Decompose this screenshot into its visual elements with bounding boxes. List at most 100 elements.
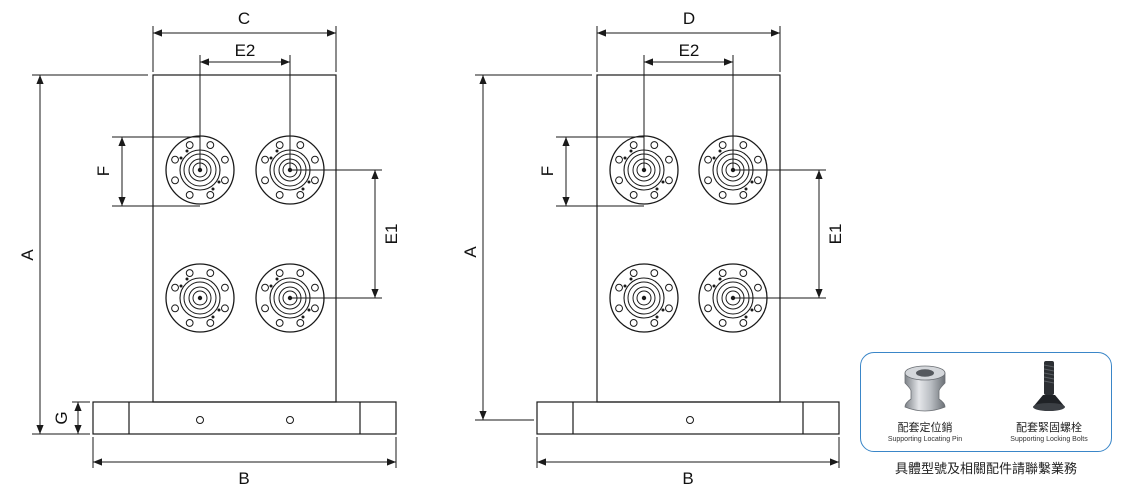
receiver-bolt-hole (704, 176, 712, 185)
receiver-pin-hole (185, 149, 189, 153)
receiver-pin-hole (269, 284, 273, 288)
receiver-bolt-hole (650, 269, 659, 277)
receiver-bolt-hole (185, 269, 194, 277)
receiver-pin-hole (217, 308, 221, 312)
receiver-bolt-hole (261, 155, 269, 164)
receiver-bolt-hole (754, 304, 762, 313)
dim-label-b: B (682, 469, 693, 488)
dim-label-e2: E2 (235, 41, 256, 60)
receiver-bolt-hole (311, 304, 319, 313)
receiver-bolt-hole (311, 283, 319, 292)
receiver-pin-hole (718, 277, 722, 281)
pin-label-zh: 配套定位銷 (897, 422, 953, 434)
receiver-bolt-hole (665, 155, 673, 164)
receiver-pin-hole (301, 187, 305, 191)
receiver-bolt-hole (650, 191, 659, 199)
receiver-bolt-hole (615, 283, 623, 292)
receiver-pin-hole (661, 308, 665, 312)
left-base-outline (92, 401, 397, 435)
receiver-bolt-hole (739, 319, 748, 327)
receiver-bolt-hole (275, 141, 284, 149)
receiver-bolt-hole (296, 191, 305, 199)
receiver-bolt-hole (171, 283, 179, 292)
dim-label-a: A (461, 246, 480, 258)
base-hole (286, 416, 294, 424)
receiver-bolt-hole (754, 176, 762, 185)
receiver-bolt-hole (665, 283, 673, 292)
receiver-pin-hole (211, 315, 215, 319)
receiver-bolt-hole (206, 141, 215, 149)
receiver-pin-hole (307, 180, 311, 184)
receiver-bolt-hole (754, 283, 762, 292)
receiver-bolt-hole (665, 304, 673, 313)
receiver-bottom-right (698, 263, 768, 333)
receiver-pin-hole (269, 156, 273, 160)
receiver-pin-hole (744, 315, 748, 319)
receiver-pin-hole (275, 277, 279, 281)
dim-label-f: F (94, 166, 113, 176)
receiver-bolt-hole (221, 283, 229, 292)
receiver-bolt-hole (171, 176, 179, 185)
receiver-pin-hole (750, 308, 754, 312)
receiver-bolt-hole (629, 319, 638, 327)
receiver-bolt-hole (718, 191, 727, 199)
dim-label-e1: E1 (382, 224, 401, 245)
receiver-pin-hole (744, 187, 748, 191)
receiver-bolt-hole (206, 269, 215, 277)
receiver-bolt-hole (171, 304, 179, 313)
receiver-bolt-hole (185, 141, 194, 149)
receiver-bolt-hole (185, 191, 194, 199)
right-fixture-drawing: D E2 A F E1 B (461, 9, 845, 488)
receiver-pin-hole (629, 149, 633, 153)
receiver-bolt-hole (296, 319, 305, 327)
receiver-bolt-hole (221, 304, 229, 313)
receiver-bolt-hole (221, 155, 229, 164)
receiver-bolt-hole (718, 141, 727, 149)
receiver-bolt-hole (615, 304, 623, 313)
receiver-pin-hole (217, 180, 221, 184)
receiver-bolt-hole (718, 269, 727, 277)
pin-label-en: Supporting Locating Pin (887, 436, 963, 443)
receiver-bolt-hole (739, 269, 748, 277)
receiver-bolt-hole (221, 176, 229, 185)
bolt-label-en: Supporting Locking Bolts (1010, 436, 1088, 443)
accessory-locking-bolt: 配套緊固螺栓 Supporting Locking Bolts (989, 359, 1109, 444)
receiver-pin-hole (629, 277, 633, 281)
receiver-bolt-hole (261, 304, 269, 313)
receiver-bolt-hole (615, 155, 623, 164)
receiver-bolt-hole (296, 141, 305, 149)
dim-label-e1: E1 (826, 224, 845, 245)
receiver-bolt-hole (275, 191, 284, 199)
receiver-bolt-hole (185, 319, 194, 327)
receiver-outer-ring (609, 263, 679, 333)
receiver-bolt-hole (704, 304, 712, 313)
receiver-bolt-hole (718, 319, 727, 327)
receiver-pin-hole (307, 308, 311, 312)
receiver-pin-hole (750, 180, 754, 184)
dim-label-a: A (18, 249, 37, 261)
locking-bolt-icon (1033, 361, 1065, 411)
receiver-pin-hole (712, 156, 716, 160)
receiver-bolt-hole (629, 191, 638, 199)
receiver-bolt-hole (704, 283, 712, 292)
base-hole (686, 416, 694, 424)
receiver-bolt-hole (629, 269, 638, 277)
receiver-bolt-hole (275, 319, 284, 327)
footer-note: 具體型號及相關配件請聯繫業務 (894, 461, 1077, 476)
right-body-outline (596, 74, 781, 403)
dim-label-c: C (238, 9, 250, 28)
accessory-locating-pin: 配套定位銷 Supporting Locating Pin (865, 359, 985, 444)
receiver-bolt-hole (704, 155, 712, 164)
receiver-pin-hole (211, 187, 215, 191)
receiver-bolt-hole (739, 191, 748, 199)
receiver-bolt-hole (650, 141, 659, 149)
receiver-bolt-hole (171, 155, 179, 164)
base-hole (196, 416, 204, 424)
accessories-panel: 配套定位銷 Supporting Locating Pin 配套緊固螺栓 Sup… (860, 352, 1112, 452)
receiver-pin-hole (179, 156, 183, 160)
receiver-bolt-hole (739, 141, 748, 149)
receiver-pin-hole (623, 156, 627, 160)
receiver-bolt-hole (261, 283, 269, 292)
receiver-bolt-hole (206, 191, 215, 199)
